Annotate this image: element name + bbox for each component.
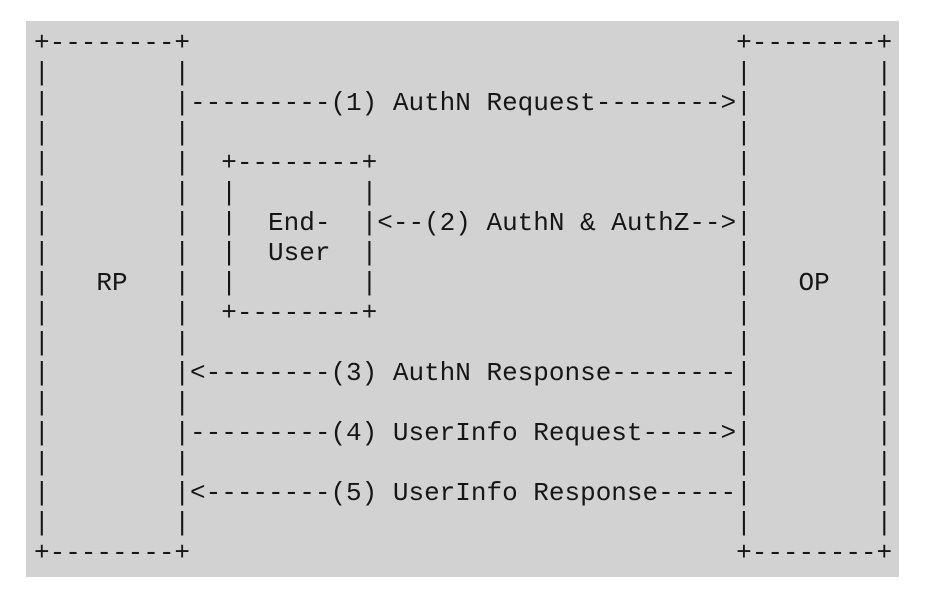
ascii-line-end-user-label: | | | User | | | xyxy=(34,238,893,268)
ascii-flow-diagram: +--------+ +--------+ | | | | | |-------… xyxy=(34,28,899,568)
ascii-line: +--------+ +--------+ xyxy=(34,28,893,58)
ascii-line: | | | | xyxy=(34,448,893,478)
ascii-line: | | +--------+ | | xyxy=(34,148,893,178)
ascii-line-step-1-authn-request: | |---------(1) AuthN Request-------->| … xyxy=(34,88,893,118)
ascii-line: | | +--------+ | | xyxy=(34,298,893,328)
ascii-line-rp-op-labels: | RP | | | | OP | xyxy=(34,268,893,298)
ascii-line-step-4-userinfo-request: | |---------(4) UserInfo Request----->| … xyxy=(34,418,893,448)
ascii-line: | | | | xyxy=(34,118,893,148)
ascii-line: | | | | xyxy=(34,328,893,358)
ascii-line: | | | | | | xyxy=(34,178,893,208)
ascii-line-step-2-authn-authz: | | | End- |<--(2) AuthN & AuthZ-->| | xyxy=(34,208,893,238)
ascii-line: | | | | xyxy=(34,58,893,88)
ascii-line: +--------+ +--------+ xyxy=(34,538,893,568)
ascii-line: | | | | xyxy=(34,508,893,538)
protocol-flow-diagram-panel: +--------+ +--------+ | | | | | |-------… xyxy=(26,21,899,577)
ascii-line: | | | | xyxy=(34,388,893,418)
ascii-line-step-5-userinfo-response: | |<--------(5) UserInfo Response-----| … xyxy=(34,478,893,508)
ascii-line-step-3-authn-response: | |<--------(3) AuthN Response--------| … xyxy=(34,358,893,388)
